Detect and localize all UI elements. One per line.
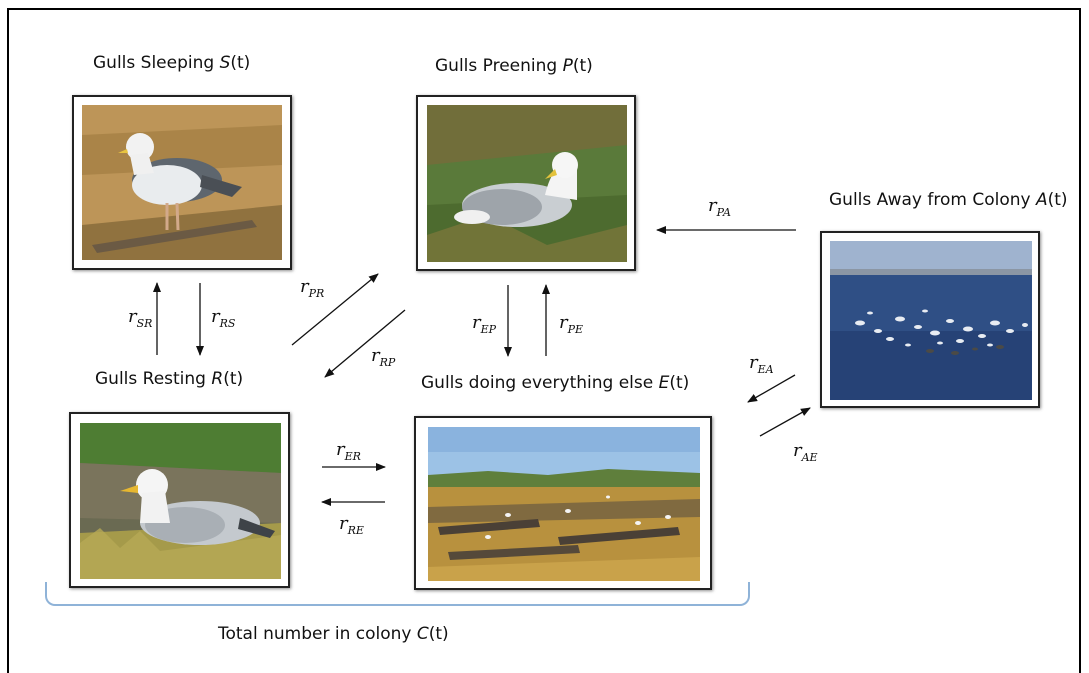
rate-re: rRE [339, 513, 364, 537]
rate-pa: rPA [708, 195, 731, 219]
rate-er: rER [336, 439, 361, 463]
photo-sleeping-gull [72, 95, 292, 270]
rate-rp: rRP [371, 345, 396, 369]
rate-sr: rSR [128, 306, 153, 330]
arrow-r-to-p [291, 273, 379, 346]
rate-ea: rEA [749, 352, 774, 376]
photo-gulls-away [820, 231, 1040, 408]
label-total-colony: Total number in colony C(t) [218, 624, 449, 644]
rate-ep: rEP [472, 312, 497, 336]
rate-ae: rAE [793, 440, 818, 464]
diagram-frame [7, 8, 1081, 673]
rate-rs: rRS [211, 306, 236, 330]
label-away: Gulls Away from Colony A(t) [829, 190, 1068, 210]
rate-pr: rPR [300, 276, 325, 300]
arrow-a-to-e [747, 374, 796, 403]
photo-preening-gull [416, 95, 636, 271]
label-resting: Gulls Resting R(t) [95, 369, 244, 389]
label-sleeping: Gulls Sleeping S(t) [93, 53, 251, 73]
colony-bracket [45, 582, 750, 606]
arrow-p-to-r [324, 309, 406, 378]
rate-pe: rPE [559, 312, 584, 336]
arrow-e-to-a [759, 407, 811, 437]
label-else: Gulls doing everything else E(t) [421, 373, 690, 393]
photo-resting-gull [69, 412, 290, 588]
label-preening: Gulls Preening P(t) [435, 56, 593, 76]
photo-gull-colony [414, 416, 712, 590]
